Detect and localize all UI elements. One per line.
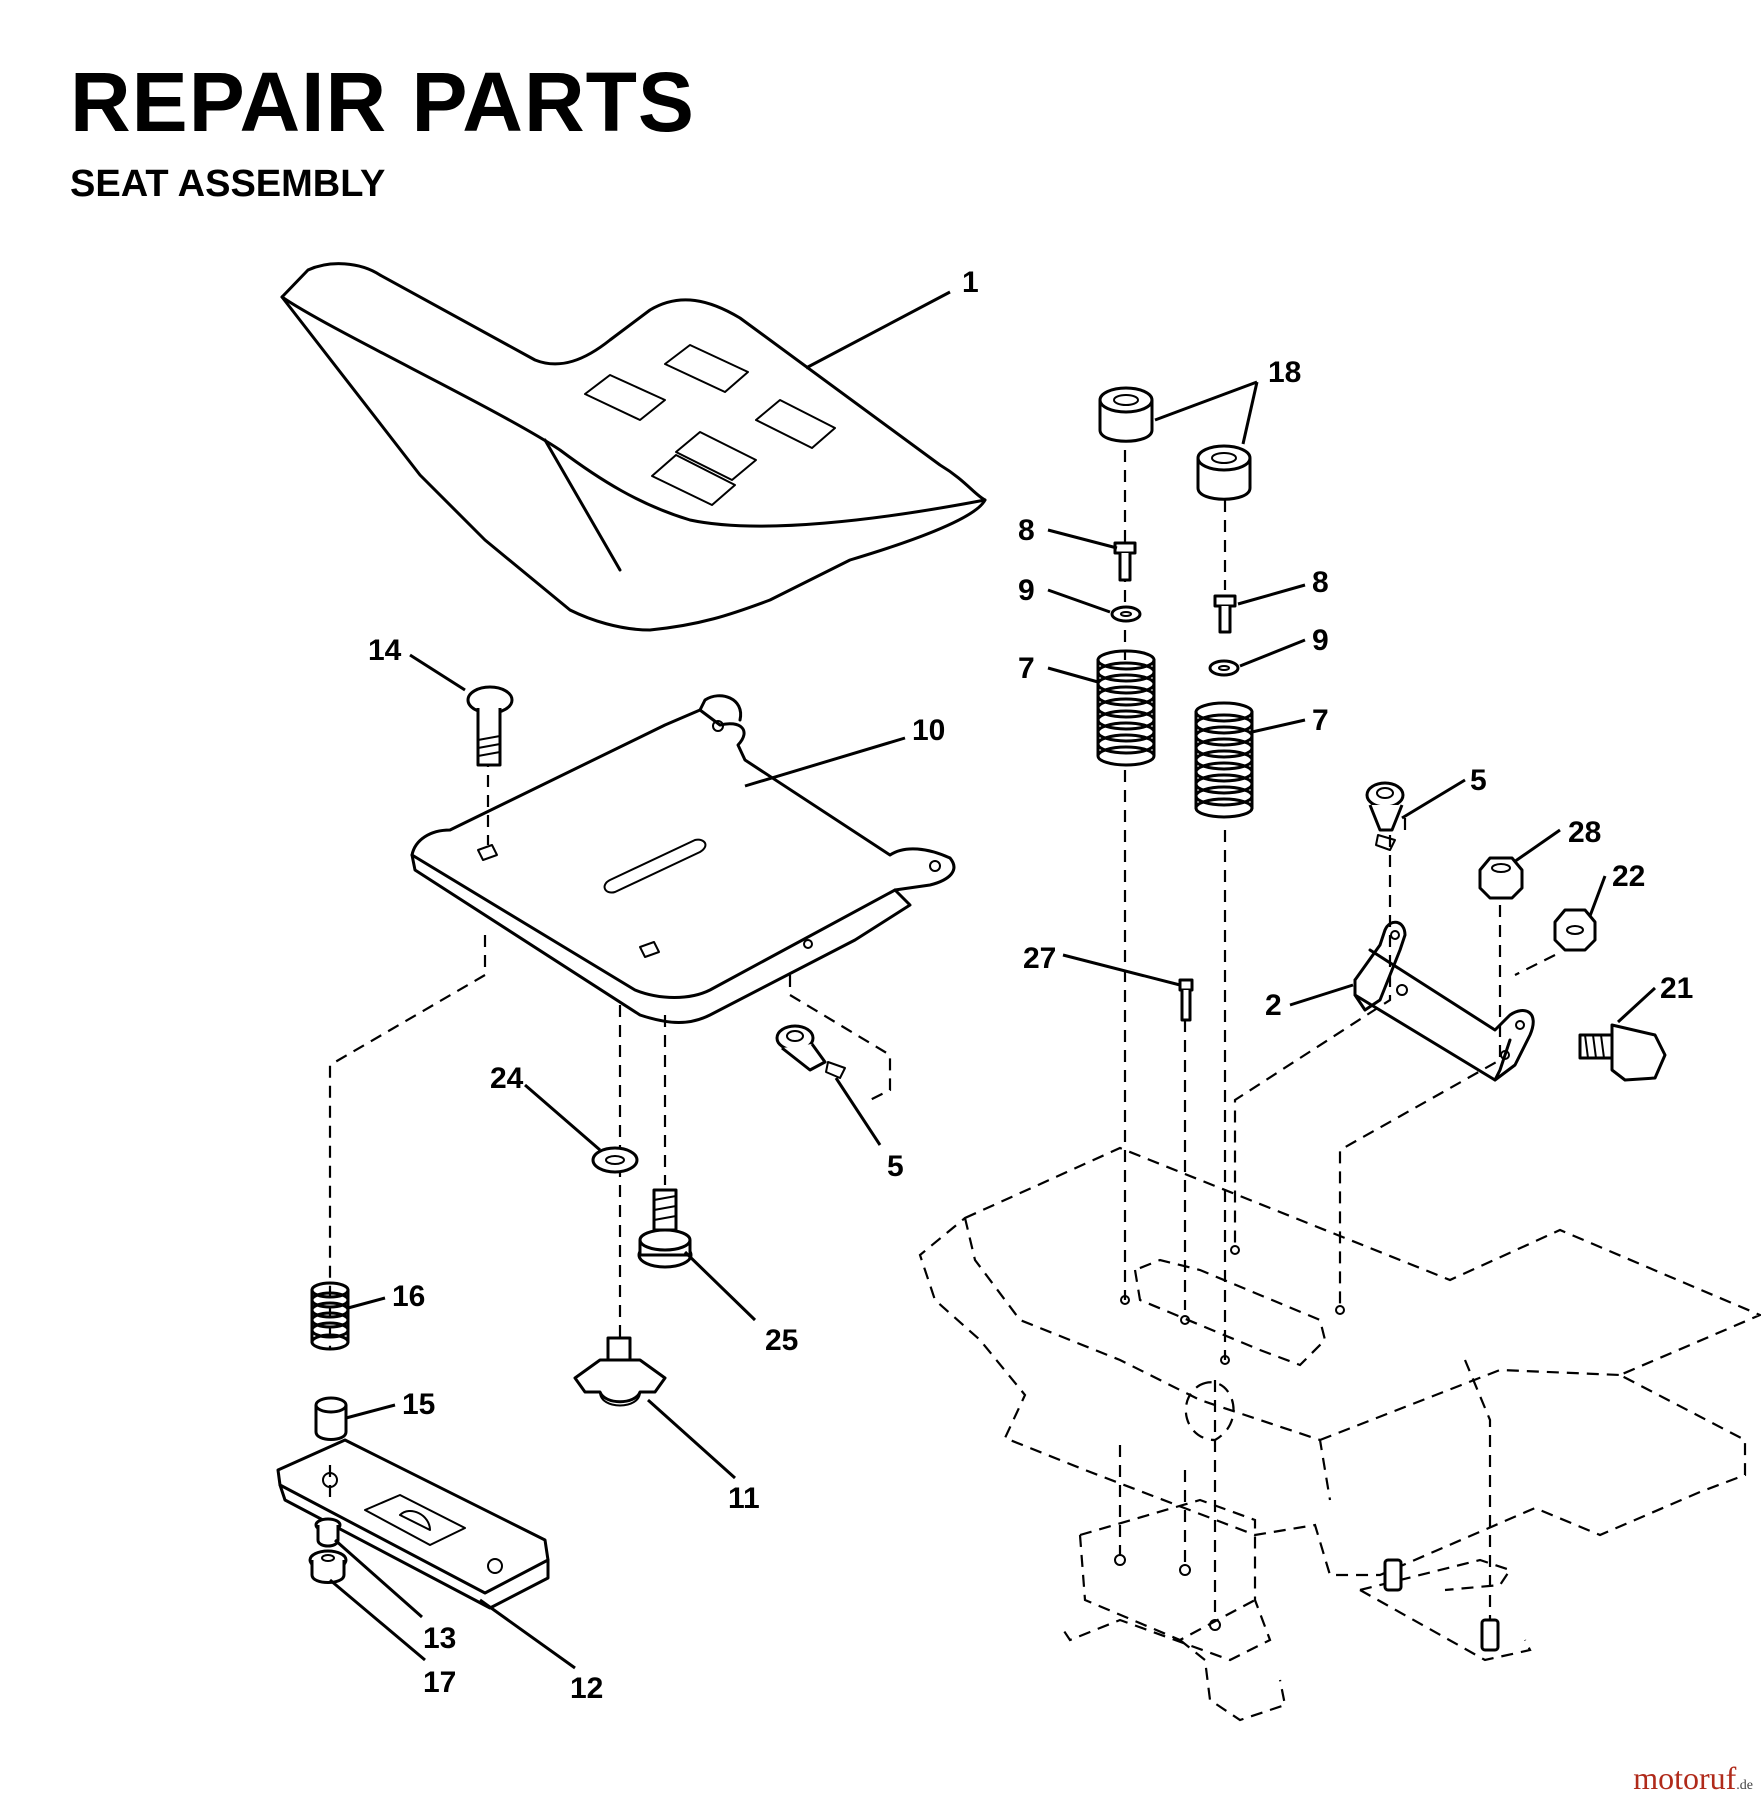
callout-21: 21 xyxy=(1660,972,1693,1005)
callout-11: 11 xyxy=(728,1482,760,1515)
callout-7: 7 xyxy=(1312,704,1329,737)
callout-18: 18 xyxy=(1268,356,1301,389)
body-studs xyxy=(1383,1558,1500,1652)
callout-2: 2 xyxy=(1265,989,1282,1022)
watermark-logo: motoruf.de xyxy=(1633,1762,1753,1794)
callout-leader-lines xyxy=(329,290,1657,1670)
callout-22: 22 xyxy=(1612,860,1645,893)
callout-1: 1 xyxy=(962,266,979,299)
callout-25: 25 xyxy=(765,1324,798,1357)
watermark-text: motoruf xyxy=(1633,1760,1737,1796)
spacer-right xyxy=(1196,444,1252,501)
lock-nut xyxy=(1478,856,1524,900)
flange-nut xyxy=(308,1549,348,1584)
shoulder-bolt xyxy=(637,1188,693,1269)
bracket xyxy=(1353,920,1535,1082)
callout-9: 9 xyxy=(1018,574,1035,607)
callout-5: 5 xyxy=(1470,764,1487,797)
callout-5: 5 xyxy=(887,1150,904,1183)
clip-upper xyxy=(1365,781,1405,851)
body-mounting-holes xyxy=(1114,1245,1345,1631)
callout-8: 8 xyxy=(1312,566,1329,599)
spring-right xyxy=(1194,701,1254,819)
bushing xyxy=(314,1396,348,1441)
hex-bolt xyxy=(1578,1023,1667,1082)
washer-left xyxy=(1110,605,1142,623)
screw xyxy=(1178,978,1194,1022)
seat-adjustment-knob xyxy=(573,1336,667,1407)
callout-28: 28 xyxy=(1568,816,1601,849)
washer-right xyxy=(1208,659,1240,677)
callout-12: 12 xyxy=(570,1672,603,1705)
callout-27: 27 xyxy=(1023,942,1056,975)
page-subtitle: SEAT ASSEMBLY xyxy=(70,163,386,205)
callout-16: 16 xyxy=(392,1280,425,1313)
seat xyxy=(280,262,987,632)
clip-lower xyxy=(775,1024,846,1079)
callout-8: 8 xyxy=(1018,514,1035,547)
callout-14: 14 xyxy=(368,634,402,667)
callout-17: 17 xyxy=(423,1666,456,1699)
callout-15: 15 xyxy=(402,1388,435,1421)
spacer-left xyxy=(1098,386,1154,443)
spring-left xyxy=(1096,649,1156,767)
assembly-guide-lines xyxy=(328,430,1556,1620)
page-title: REPAIR PARTS xyxy=(70,55,695,149)
callout-13: 13 xyxy=(423,1622,456,1655)
bolt-right xyxy=(1213,594,1237,634)
hex-nut xyxy=(1553,908,1597,952)
bolt-left xyxy=(1113,541,1137,582)
callout-labels: 1 18 8 9 7 8 9 7 14 10 5 28 22 27 2 21 2… xyxy=(368,266,1693,1705)
carriage-bolt xyxy=(466,685,514,767)
callout-7: 7 xyxy=(1018,652,1035,685)
flat-washer xyxy=(591,1146,639,1174)
compression-spring xyxy=(310,1281,350,1351)
lock-washer xyxy=(314,1517,342,1548)
seat-pan xyxy=(410,694,956,1024)
callout-9: 9 xyxy=(1312,624,1329,657)
callout-24: 24 xyxy=(490,1062,524,1095)
callout-10: 10 xyxy=(912,714,945,747)
watermark-domain: .de xyxy=(1736,1778,1753,1793)
